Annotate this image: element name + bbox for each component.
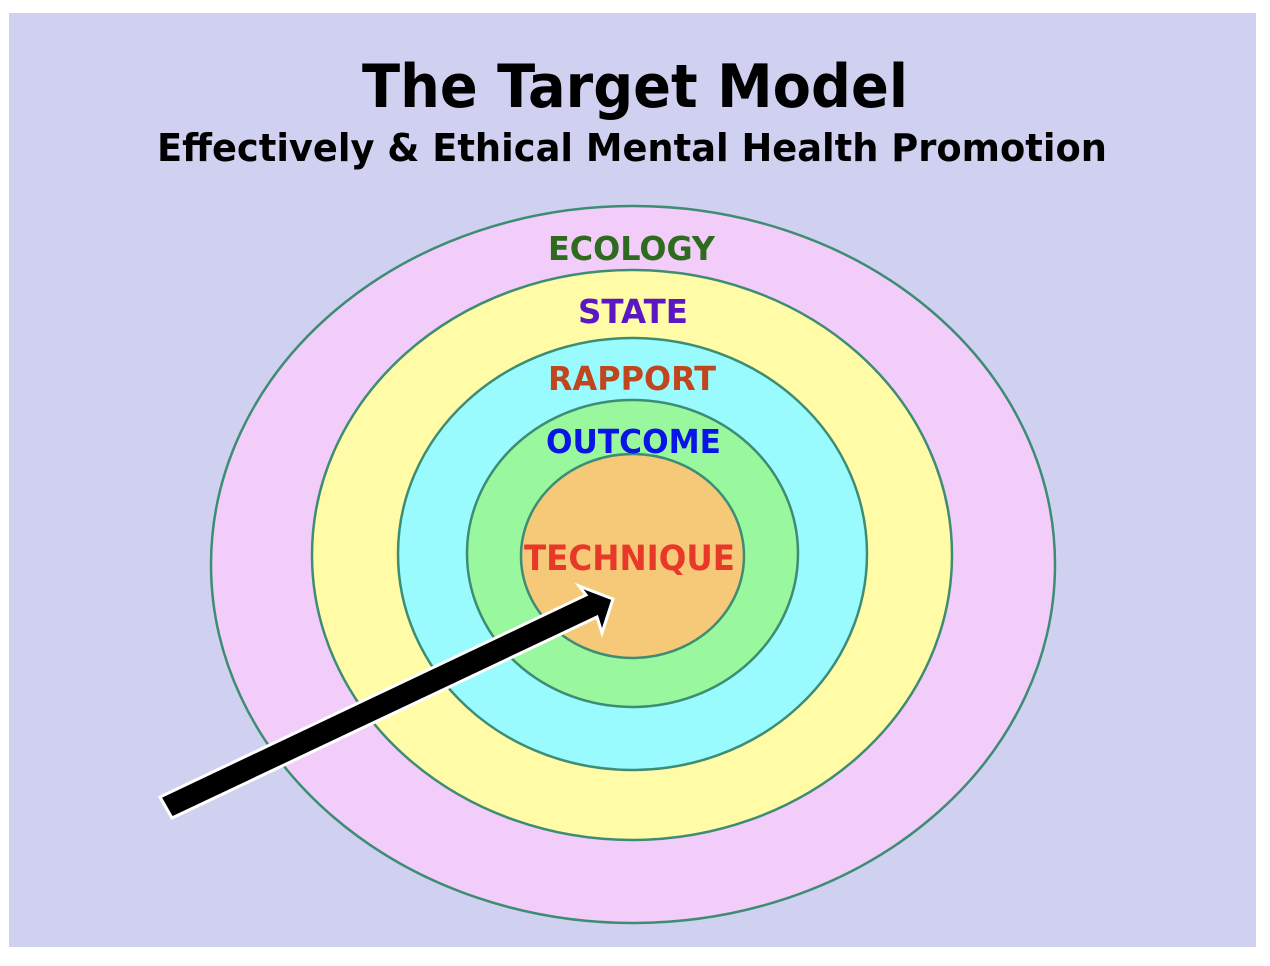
label-state: STATE bbox=[578, 292, 688, 331]
arrow-icon bbox=[157, 582, 615, 820]
arrow-shape bbox=[157, 582, 615, 820]
label-ecology: ECOLOGY bbox=[548, 229, 716, 268]
page-title: The Target Model bbox=[362, 52, 908, 122]
target-rings bbox=[209, 204, 1057, 925]
label-technique: TECHNIQUE bbox=[524, 539, 735, 579]
page-subtitle: Effectively & Ethical Mental Health Prom… bbox=[157, 126, 1107, 170]
label-outcome: OUTCOME bbox=[546, 422, 721, 461]
label-rapport: RAPPORT bbox=[548, 359, 716, 398]
